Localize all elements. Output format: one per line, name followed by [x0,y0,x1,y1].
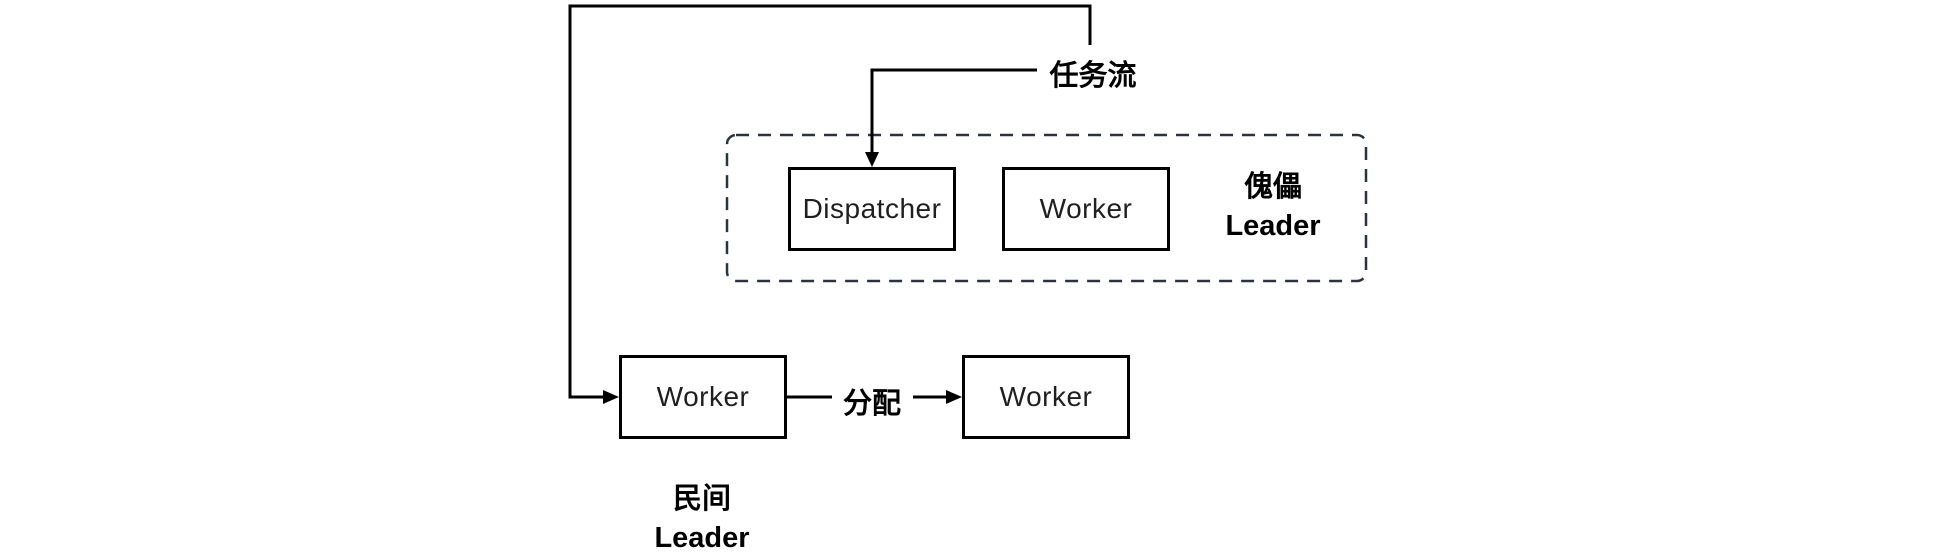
puppet-leader-group-dashed-border [725,133,1368,283]
puppet-leader-label-line1: 傀儡 [1243,171,1303,203]
worker-left-node: Worker [619,355,787,439]
task-flow-label: 任务流 [1049,60,1137,92]
worker-top-node: Worker [1002,167,1170,251]
puppet-leader-group-label: 傀儡 Leader [1225,168,1320,246]
arrowhead-into-worker-left-icon [603,390,619,404]
dispatcher-node-label: Dispatcher [802,193,942,224]
worker-left-node-label: Worker [656,381,750,412]
puppet-leader-label-line2: Leader [1225,210,1321,242]
task-flow-loop-connector [568,4,1092,399]
worker-right-node-label: Worker [999,381,1093,412]
folk-leader-label: 民间 Leader [654,480,749,558]
worker-right-node: Worker [962,355,1130,439]
folk-leader-label-line2: Leader [654,522,750,554]
dispatch-label: 分配 [842,388,902,420]
dispatcher-node: Dispatcher [788,167,956,251]
task-flow-to-dispatcher-connector [870,68,1037,152]
arrowhead-into-dispatcher-icon [865,152,879,167]
worker-top-node-label: Worker [1039,193,1133,224]
arrowhead-into-worker-right-icon [946,390,962,404]
folk-leader-label-line1: 民间 [672,483,732,515]
